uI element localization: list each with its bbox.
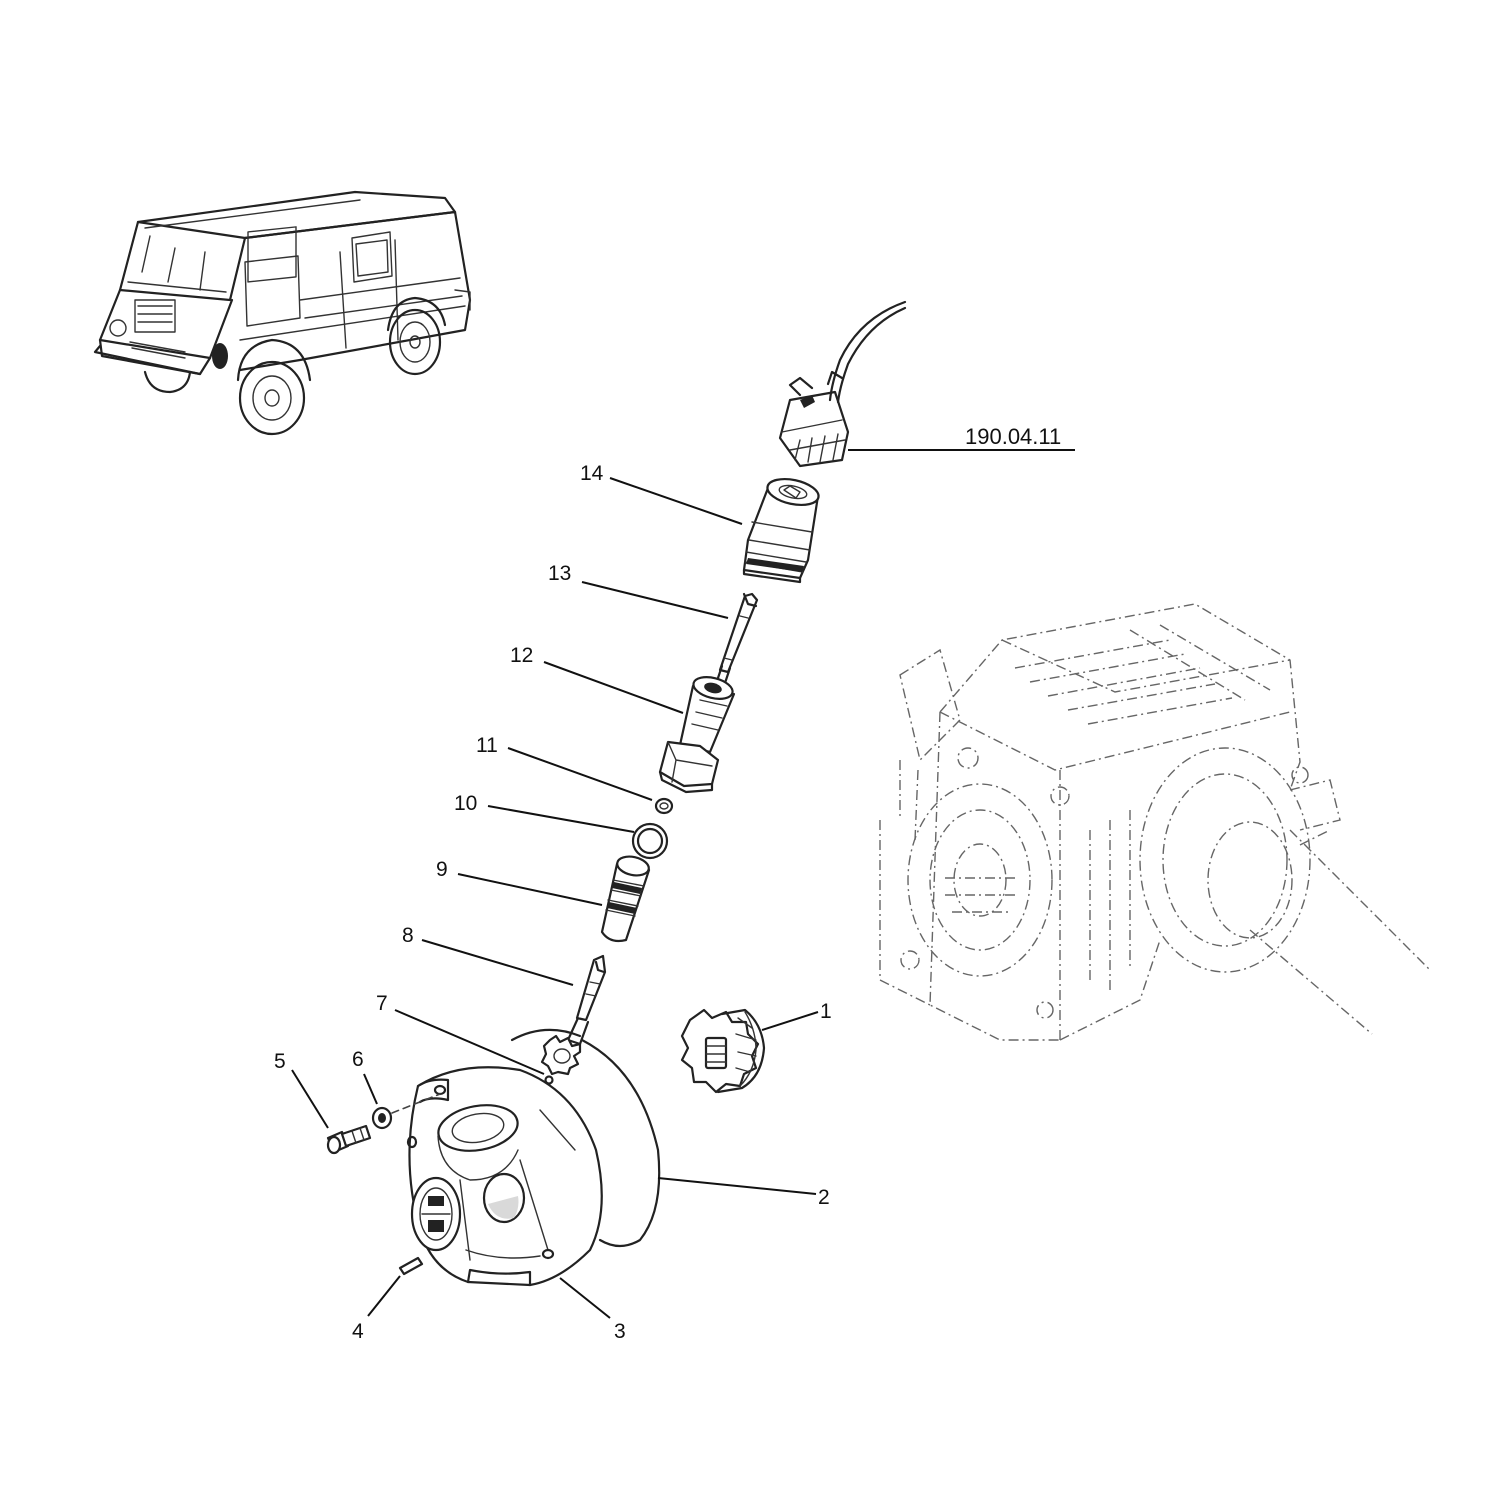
callout-5: 5 xyxy=(274,1050,286,1073)
callout-13: 13 xyxy=(548,562,571,585)
reference-code-label: 190.04.11 xyxy=(965,424,1061,449)
part-9-sleeve xyxy=(600,855,651,943)
callout-14: 14 xyxy=(580,462,604,485)
callout-10: 10 xyxy=(454,792,477,815)
callout-8: 8 xyxy=(402,924,414,947)
part-8-pinion-shaft xyxy=(540,954,607,1076)
part-5-bolt xyxy=(326,1124,372,1155)
part-11-seal xyxy=(654,797,674,815)
transmission-housing xyxy=(879,603,1431,1041)
part-3-cover xyxy=(406,1066,603,1287)
callout-11: 11 xyxy=(476,734,498,757)
part-2-gasket xyxy=(510,1028,661,1248)
callout-9: 9 xyxy=(436,858,448,881)
part-10-o-ring xyxy=(631,822,669,860)
part-14-connector xyxy=(742,477,820,584)
leader-lines xyxy=(291,449,1075,1319)
part-6-washer xyxy=(371,1106,393,1130)
callout-2: 2 xyxy=(818,1186,830,1209)
vehicle-illustration xyxy=(93,190,472,436)
callout-4: 4 xyxy=(352,1320,364,1343)
callout-1: 1 xyxy=(820,1000,832,1023)
part-7-ball xyxy=(544,1075,554,1085)
callout-12: 12 xyxy=(510,644,533,667)
callout-3: 3 xyxy=(614,1320,626,1343)
part-1-drive-gear xyxy=(680,1008,766,1094)
part-13-shaft xyxy=(714,592,759,688)
part-4-pin xyxy=(398,1256,424,1276)
assembly-line xyxy=(391,1093,441,1114)
callout-6: 6 xyxy=(352,1048,364,1071)
speedometer-cable xyxy=(778,300,907,468)
part-12-bushing xyxy=(658,676,736,794)
callout-7: 7 xyxy=(376,992,388,1015)
